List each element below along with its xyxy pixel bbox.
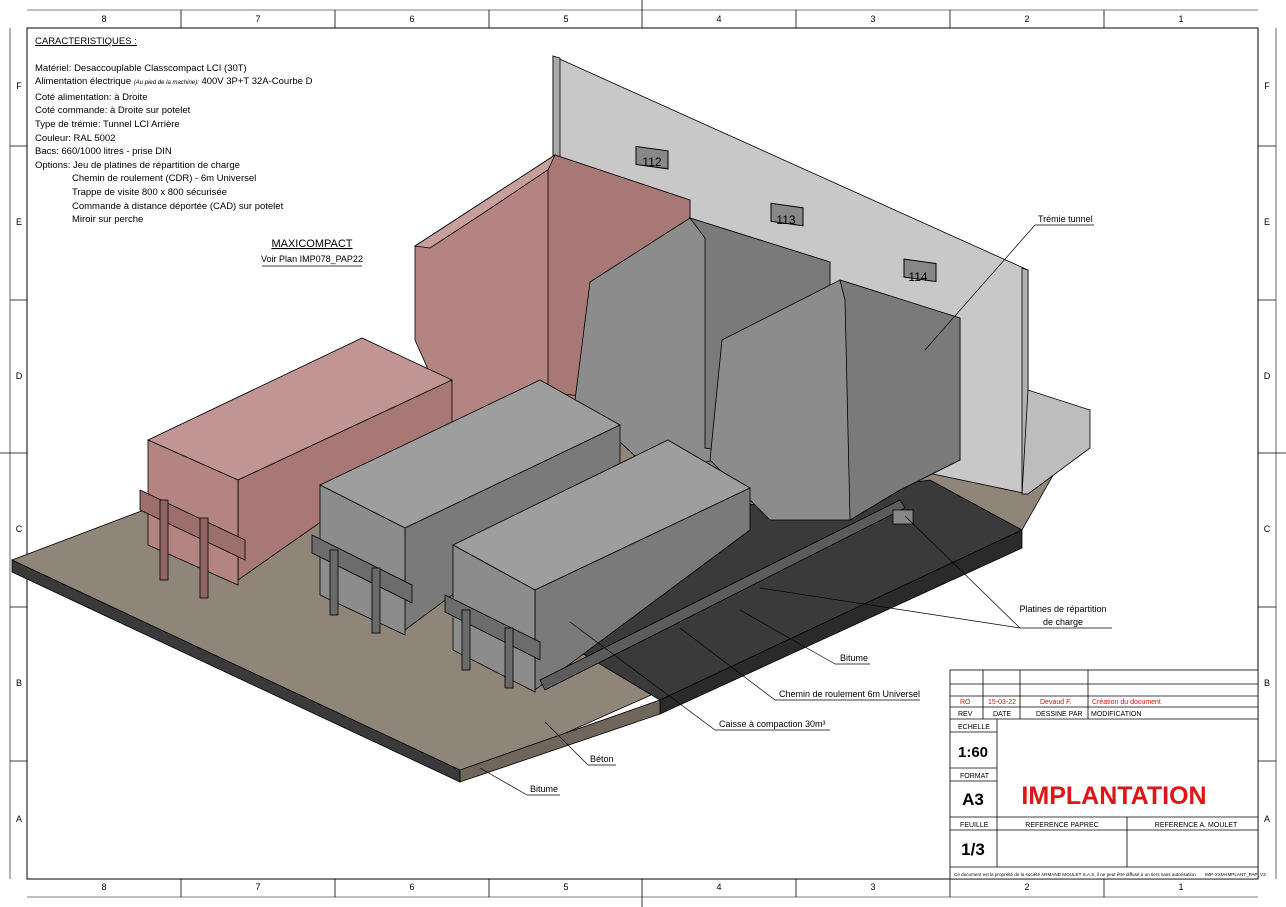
title-block-text: RO 15-03-22 Devaud F. Création du docume… xyxy=(954,699,1266,877)
drawing-labels: MAXICOMPACT Voir Plan IMP078_PAP22 Trémi… xyxy=(261,214,1106,794)
reference-moulet: REFERENCE A. MOULET xyxy=(1155,822,1238,829)
spec-power-label: Alimentation électrique xyxy=(35,76,132,88)
bay-plate-114 xyxy=(903,258,937,283)
title-block xyxy=(949,669,1259,880)
format-value: A3 xyxy=(962,790,984,809)
load-plate xyxy=(892,509,914,525)
spec-line: Coté commande: à Droite sur potelet xyxy=(35,105,191,117)
column-labels-bottom: 8 7 6 5 4 3 2 1 xyxy=(101,882,1183,892)
spec-option: Miroir sur perche xyxy=(72,214,144,226)
specs-title: CARACTERISTIQUES : xyxy=(35,36,137,47)
row-labels-right: F E D C B A xyxy=(1264,81,1271,824)
bay-number-114: 114 xyxy=(908,270,927,284)
label-tremie-tunnel: Trémie tunnel xyxy=(1038,214,1093,224)
label-bitume-left: Bitume xyxy=(530,784,558,794)
leader-lines xyxy=(262,224,1112,796)
column-label-4: 4 xyxy=(716,882,721,892)
concrete-edge xyxy=(459,699,661,783)
column-label-5: 5 xyxy=(563,14,568,24)
row-label-D: D xyxy=(1264,371,1271,381)
row-label-B: B xyxy=(16,678,22,688)
spec-line: Bacs: 660/1000 litres - prise DIN xyxy=(35,146,172,158)
file-reference: IMP-XXM-IMPLANT_PAP_V3 xyxy=(1205,872,1266,877)
spec-option: Chemin de roulement (CDR) - 6m Universel xyxy=(72,173,257,185)
column-label-2: 2 xyxy=(1024,14,1029,24)
scale-value: 1:60 xyxy=(958,744,988,761)
label-chemin-de-roulement: Chemin de roulement 6m Universel xyxy=(779,689,920,699)
row-label-B: B xyxy=(1264,678,1270,688)
format-label: FORMAT xyxy=(960,773,990,780)
spec-line: Matériel: Desaccouplable Classcompact LC… xyxy=(35,62,247,74)
scale-label: ECHELLE xyxy=(958,724,990,731)
rev-modification: Création du document xyxy=(1092,699,1161,706)
spec-line: Options: Jeu de platines de répartition … xyxy=(35,159,240,171)
column-label-6: 6 xyxy=(409,882,414,892)
column-label-6: 6 xyxy=(409,14,414,24)
column-label-3: 3 xyxy=(870,14,875,24)
spec-option: Trappe de visite 800 x 800 sécurisée xyxy=(72,186,227,198)
spec-option: Commande à distance déportée (CAD) sur p… xyxy=(72,200,284,212)
column-label-7: 7 xyxy=(255,14,260,24)
column-label-3: 3 xyxy=(870,882,875,892)
sheet-label: FEUILLE xyxy=(960,822,989,829)
row-label-F: F xyxy=(1264,81,1270,91)
label-platines: Platines de répartition xyxy=(1019,604,1106,614)
bay-plate-112 xyxy=(635,145,669,170)
bay-number-112: 112 xyxy=(642,155,661,169)
bay-plate-113 xyxy=(770,202,804,227)
column-label-2: 2 xyxy=(1024,882,1029,892)
bay-plates: 112 113 114 xyxy=(635,145,937,284)
column-label-7: 7 xyxy=(255,882,260,892)
label-caisse: Caisse à compaction 30m³ xyxy=(719,719,826,729)
row-labels-left: F E D C B A xyxy=(16,81,23,824)
bay-number-113: 113 xyxy=(776,213,795,227)
row-label-F: F xyxy=(16,81,22,91)
rev-value: RO xyxy=(960,699,971,706)
reference-paprec: REFERENCE PAPREC xyxy=(1025,822,1098,829)
spec-power: Alimentation électrique (Au pied de la m… xyxy=(35,75,312,91)
header-drawn-by: DESSINE PAR xyxy=(1036,711,1083,718)
maxicompact-title: MAXICOMPACT xyxy=(271,238,352,250)
rev-author: Devaud F. xyxy=(1040,699,1072,706)
header-modification: MODIFICATION xyxy=(1091,711,1141,718)
column-labels-top: 8 7 6 5 4 3 2 1 xyxy=(101,14,1183,24)
column-label-1: 1 xyxy=(1178,14,1183,24)
maxicompact-ref: Voir Plan IMP078_PAP22 xyxy=(261,254,363,264)
column-label-8: 8 xyxy=(101,14,106,24)
chemin-de-roulement-rail xyxy=(539,499,906,691)
drawing-title: IMPLANTATION xyxy=(1021,782,1206,810)
header-rev: REV xyxy=(958,711,973,718)
row-label-A: A xyxy=(1264,814,1270,824)
label-beton: Béton xyxy=(590,754,614,764)
column-label-8: 8 xyxy=(101,882,106,892)
rev-date: 15-03-22 xyxy=(988,699,1016,706)
spec-power-value: 400V 3P+T 32A-Courbe D xyxy=(201,76,313,88)
spec-line: Coté alimentation: à Droite xyxy=(35,91,148,103)
spec-line: Type de trémie: Tunnel LCI Arrière xyxy=(35,118,180,130)
compactor-114 xyxy=(444,279,961,693)
header-date: DATE xyxy=(993,711,1011,718)
row-label-C: C xyxy=(1264,524,1271,534)
footer-notice: Ce document est la propriété de la socié… xyxy=(954,872,1196,877)
row-label-A: A xyxy=(16,814,22,824)
specifications: CARACTERISTIQUES : Matériel: Desaccoupla… xyxy=(35,35,312,227)
column-label-4: 4 xyxy=(716,14,721,24)
row-label-E: E xyxy=(16,217,22,227)
sheet-value: 1/3 xyxy=(961,840,985,859)
row-label-D: D xyxy=(16,371,23,381)
row-label-E: E xyxy=(1264,217,1270,227)
spec-power-note: (Au pied de la machine): xyxy=(133,80,199,87)
column-label-5: 5 xyxy=(563,882,568,892)
spec-line: Couleur: RAL 5002 xyxy=(35,132,116,144)
label-bitume-right: Bitume xyxy=(840,653,868,663)
column-label-1: 1 xyxy=(1178,882,1183,892)
row-label-C: C xyxy=(16,524,23,534)
label-platines-2: de charge xyxy=(1043,617,1083,627)
